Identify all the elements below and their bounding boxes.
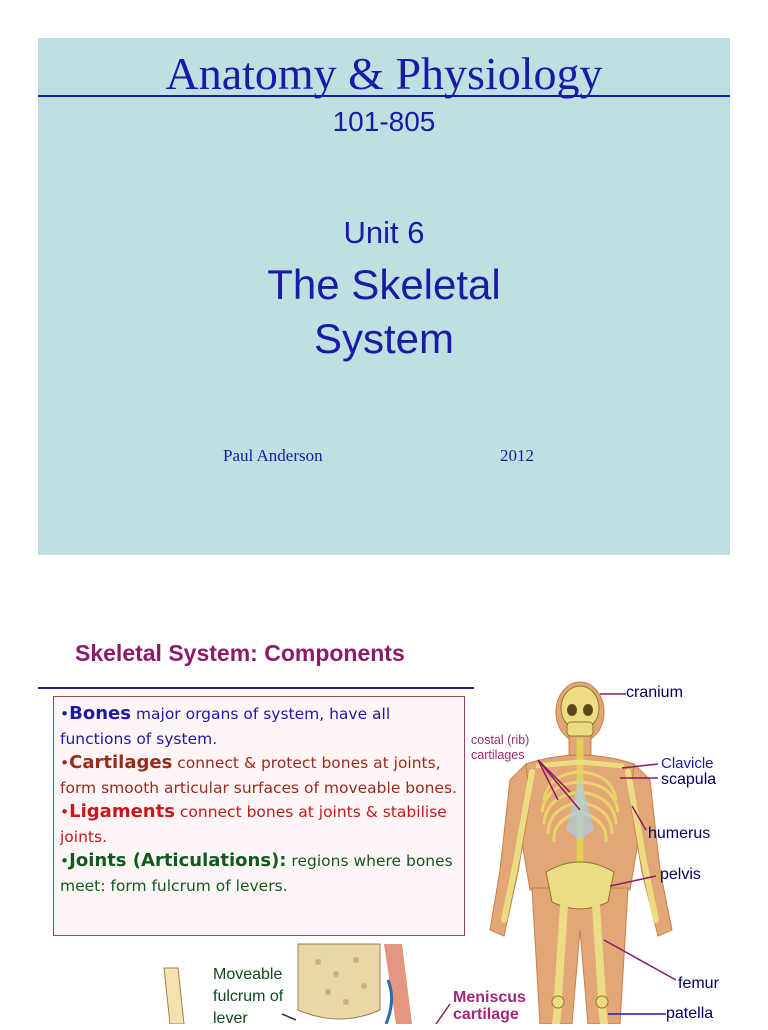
definition-text: regions where bones meet: form fulcrum o… (60, 852, 453, 895)
label-costal-line1: costal (rib) (471, 733, 530, 747)
label-femur: femur (678, 975, 719, 992)
label-pelvis: pelvis (660, 866, 701, 883)
label-meniscus-line2: cartilage (453, 1006, 519, 1023)
knee-bone (297, 943, 381, 1020)
label-fulcrum-line1: Moveable (213, 966, 283, 983)
definition-joints: •Joints (Articulations): regions where b… (60, 850, 453, 895)
definition-bones: •Bones major organs of system, have all … (60, 703, 391, 748)
title-underline (38, 95, 730, 97)
unit-topic: The Skeletal System (38, 258, 730, 366)
label-costal-line2: cartilages (471, 748, 525, 762)
definition-text: connect & protect bones at joints, form … (60, 754, 457, 797)
label-patella: patella (666, 1005, 714, 1022)
definition-text: connect bones at joints & stabilise join… (60, 803, 447, 846)
definition-term: Bones (69, 703, 131, 724)
label-scapula: scapula (661, 771, 717, 788)
label-clavicle: Clavicle (661, 755, 714, 772)
definitions-box: •Bones major organs of system, have all … (53, 696, 465, 936)
definition-term: Ligaments (69, 801, 175, 822)
unit-topic-line2: System (313, 315, 455, 362)
leader-lines (537, 693, 677, 981)
unit-number: Unit 6 (343, 215, 425, 250)
year: 2012 (500, 446, 534, 465)
course-code: 101-805 (332, 106, 436, 137)
skull (560, 685, 600, 737)
course-title: Anatomy & Physiology (165, 48, 603, 99)
title-slide: Anatomy & Physiology 101-805 Unit 6 The … (38, 38, 730, 555)
lever-bone (163, 967, 185, 1024)
label-meniscus-line1: Meniscus (453, 989, 526, 1006)
label-fulcrum-line2: fulcrum of (213, 988, 284, 1005)
leg-bones (552, 902, 608, 1024)
definition-cartilages: •Cartilages connect & protect bones at j… (60, 752, 457, 797)
knee-joint-illustration (60, 940, 460, 1024)
label-humerus: humerus (648, 825, 711, 842)
definition-text: major organs of system, have all functio… (60, 705, 391, 748)
definition-term: Joints (Articulations): (69, 850, 287, 871)
label-fulcrum-line3: lever (213, 1010, 248, 1027)
definition-ligaments: •Ligaments connect bones at joints & sta… (60, 801, 447, 846)
label-cranium: cranium (626, 684, 683, 701)
skeleton-illustration (489, 681, 677, 1024)
author-name: Paul Anderson (223, 446, 323, 465)
components-title-underline (38, 687, 474, 689)
unit-topic-line1: The Skeletal (267, 261, 501, 308)
components-slide-title: Skeletal System: Components (75, 640, 405, 666)
definition-term: Cartilages (69, 752, 173, 773)
pelvis-bone (545, 861, 615, 910)
